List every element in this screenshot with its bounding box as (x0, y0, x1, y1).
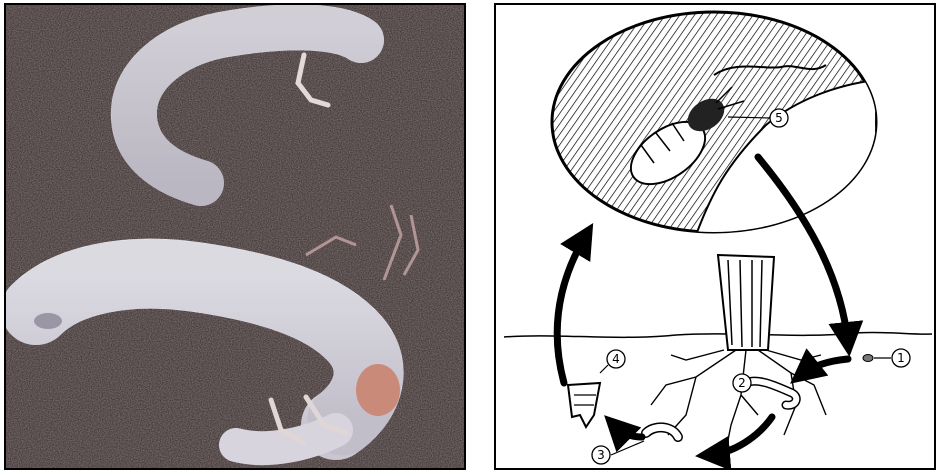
grub-photo (4, 3, 466, 470)
ground-line (504, 332, 932, 337)
callout-2: 2 (733, 374, 751, 392)
svg-text:3: 3 (597, 448, 605, 462)
life-cycle-drawing: 5 1 2 3 4 (496, 5, 934, 468)
egg-stage-1 (863, 355, 873, 362)
grub-photo-drawing (6, 5, 464, 468)
svg-text:5: 5 (775, 111, 783, 125)
svg-text:1: 1 (897, 351, 905, 365)
life-cycle-diagram: 5 1 2 3 4 (494, 3, 936, 470)
pupa-stage-4 (568, 383, 600, 427)
callout-1: 1 (874, 349, 910, 367)
grub-head (356, 364, 400, 416)
callout-5: 5 (770, 109, 788, 127)
magnified-view (552, 12, 876, 235)
callout-3: 3 (592, 441, 644, 464)
callout-4: 4 (600, 350, 625, 373)
svg-text:2: 2 (738, 376, 746, 390)
plant-with-roots (651, 255, 826, 450)
svg-text:4: 4 (612, 352, 620, 366)
